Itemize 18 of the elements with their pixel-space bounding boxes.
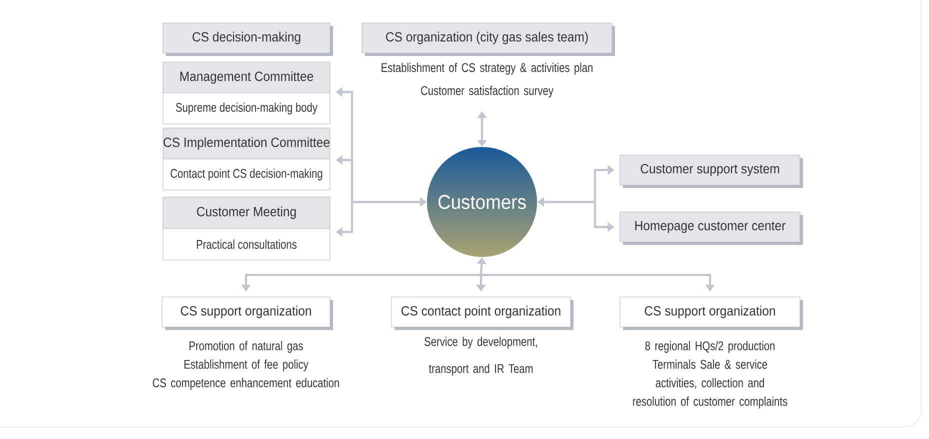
committee-box: CS Implementation Committee Contact point CS decision-making bbox=[162, 128, 330, 190]
committee-box: Customer Meeting Practical consultations bbox=[162, 196, 330, 260]
organization-box: CS support organization bbox=[162, 296, 333, 330]
header-box: CS organization (city gas sales team) bbox=[362, 22, 615, 56]
note-text: Establishment of CS strategy & activities plan bbox=[382, 62, 592, 75]
note-text: 8 regional HQs/2 production Terminals Sale & service activities, collection and resolution of customer complaints bbox=[633, 341, 788, 408]
header-box: Homepage customer center bbox=[620, 212, 803, 245]
organization-box: CS contact point organization bbox=[391, 296, 574, 330]
note-text: Promotion of natural gas bbox=[190, 341, 303, 353]
organization-box: CS support organization bbox=[620, 296, 803, 330]
node-label: Customers bbox=[438, 194, 526, 210]
note-text: Establishment of fee policy bbox=[184, 360, 308, 372]
header-box: CS decision-making bbox=[162, 22, 333, 56]
committee-box: Management Committee Supreme decision-making body bbox=[162, 62, 330, 124]
header-box: Customer support system bbox=[620, 154, 803, 188]
note-text: Service by development, transport and IR Team bbox=[424, 336, 537, 376]
note-text: Customer satisfaction survey bbox=[421, 86, 554, 98]
note-text: CS competence enhancement education bbox=[152, 378, 339, 390]
